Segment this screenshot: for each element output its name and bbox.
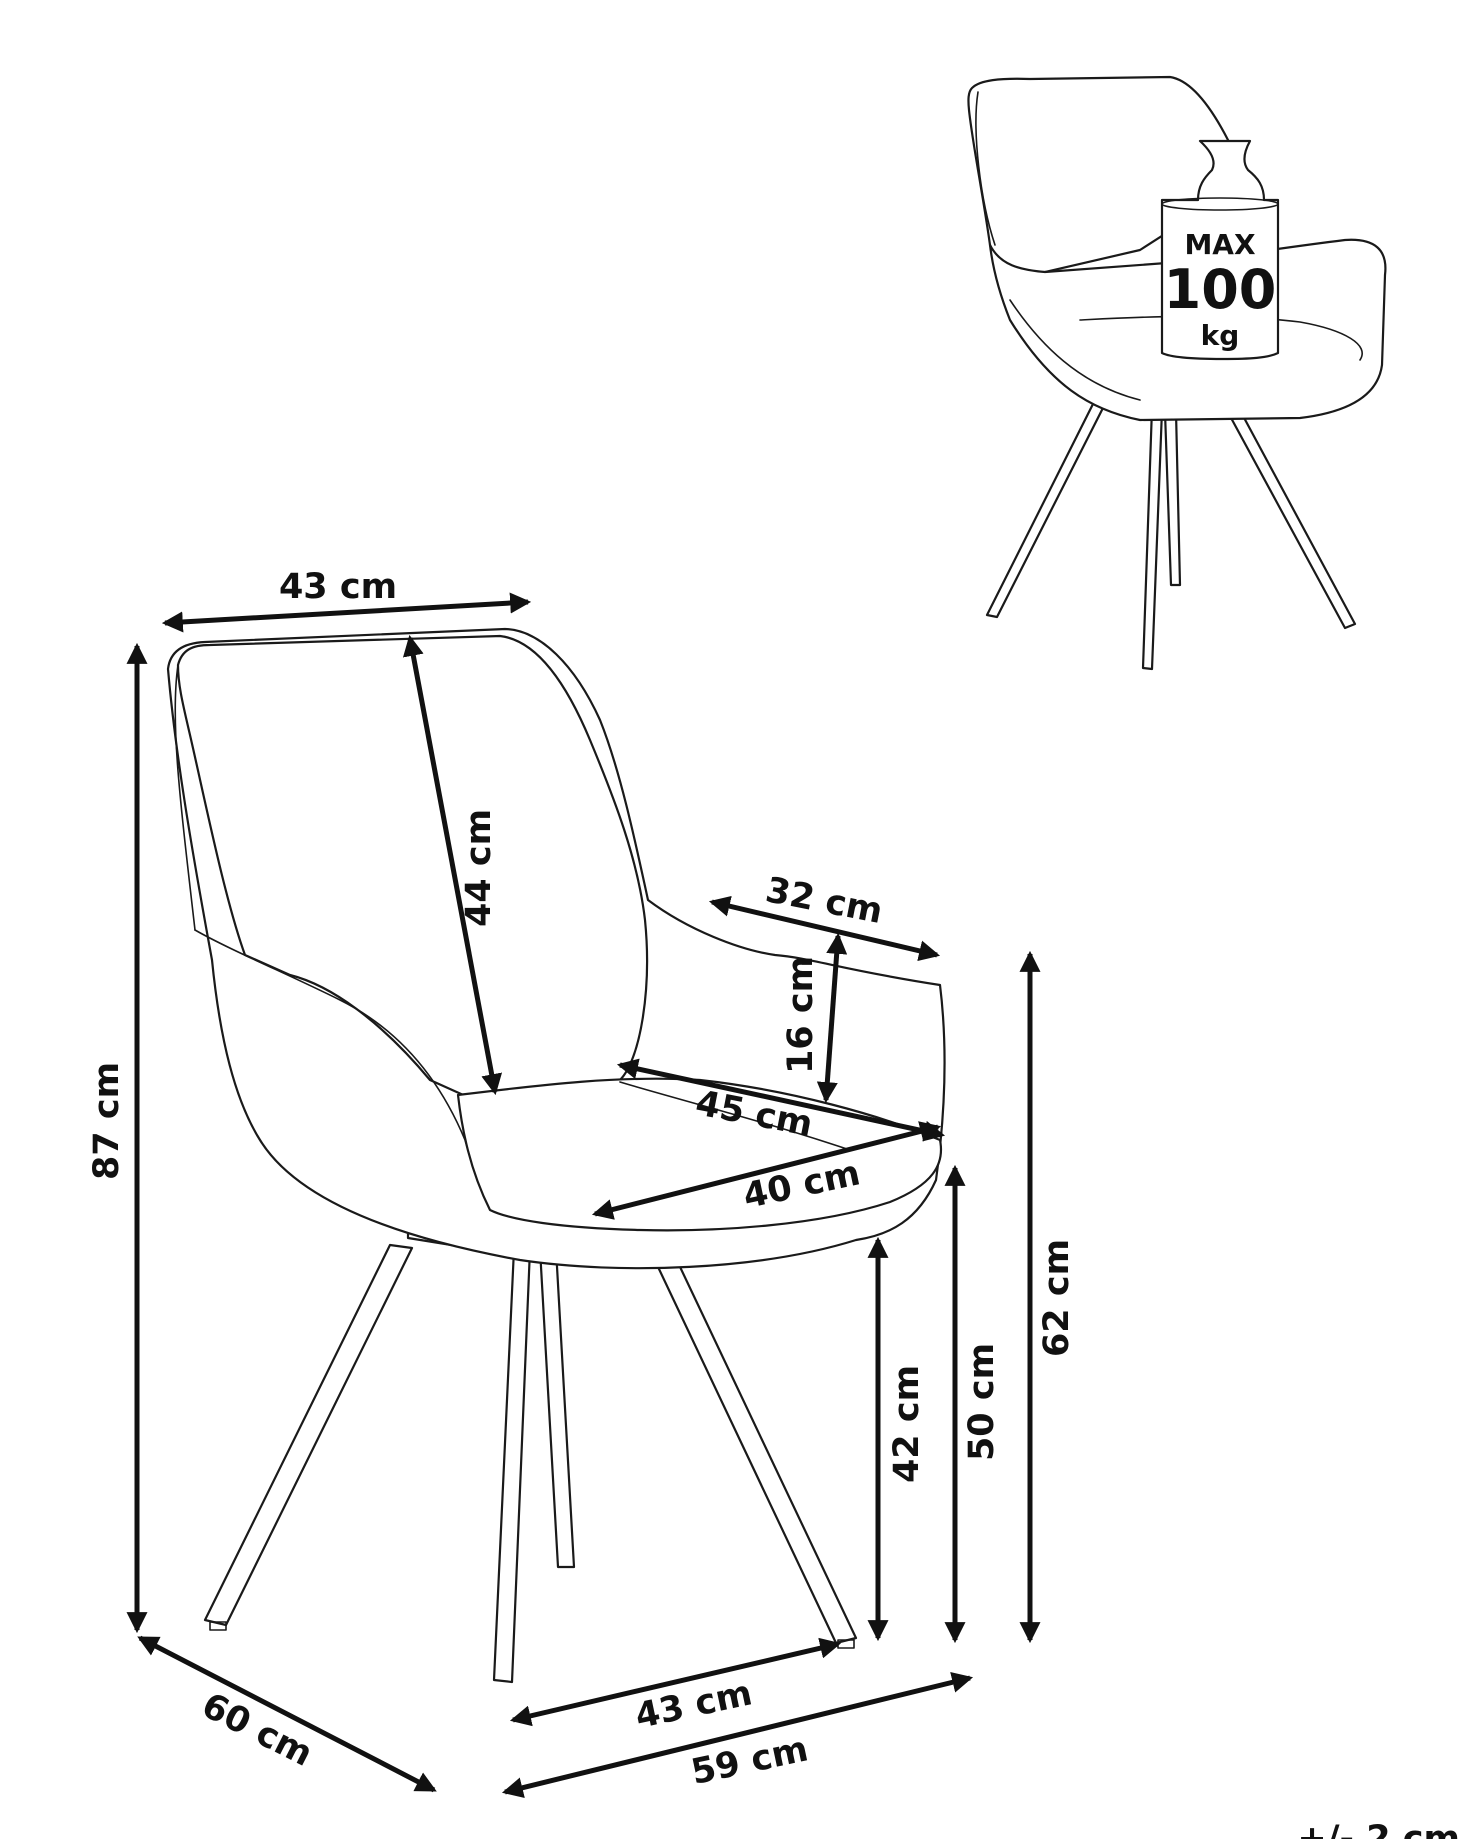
label-total-width: 59 cm	[688, 1729, 812, 1793]
label-armrest-length: 32 cm	[762, 870, 886, 932]
label-arm-floor-height: 62 cm	[1037, 1239, 1077, 1357]
label-leg-span: 43 cm	[632, 1673, 756, 1737]
small-chair-illustration: MAX 100 kg	[967, 75, 1387, 671]
weight-badge-unit: kg	[1201, 319, 1240, 352]
label-back-height: 44 cm	[459, 809, 499, 927]
back-height-arrow	[402, 634, 503, 1096]
seat-width-arrow	[591, 1121, 942, 1220]
weight-badge-value: 100	[1164, 258, 1277, 321]
front-middle-leg	[492, 1247, 532, 1684]
back-middle-leg	[538, 1247, 576, 1569]
dimension-arrows	[126, 592, 1041, 1798]
label-armrest-height: 16 cm	[781, 956, 821, 1074]
total-depth-arrow	[137, 1635, 437, 1793]
armrest-length-arrow	[708, 895, 941, 962]
weight-badge-max: MAX	[1184, 228, 1256, 261]
label-total-height: 87 cm	[87, 1062, 127, 1180]
front-left-leg	[203, 1243, 414, 1627]
front-right-leg	[648, 1248, 858, 1645]
total-width-arrow	[501, 1672, 974, 1798]
tolerance-note: +/- 2 cm	[1297, 1819, 1460, 1839]
label-seat-height: 42 cm	[887, 1365, 927, 1483]
back-width-arrow	[161, 592, 532, 633]
label-back-width: 43 cm	[279, 567, 397, 607]
label-seat-front-height: 50 cm	[962, 1343, 1002, 1461]
